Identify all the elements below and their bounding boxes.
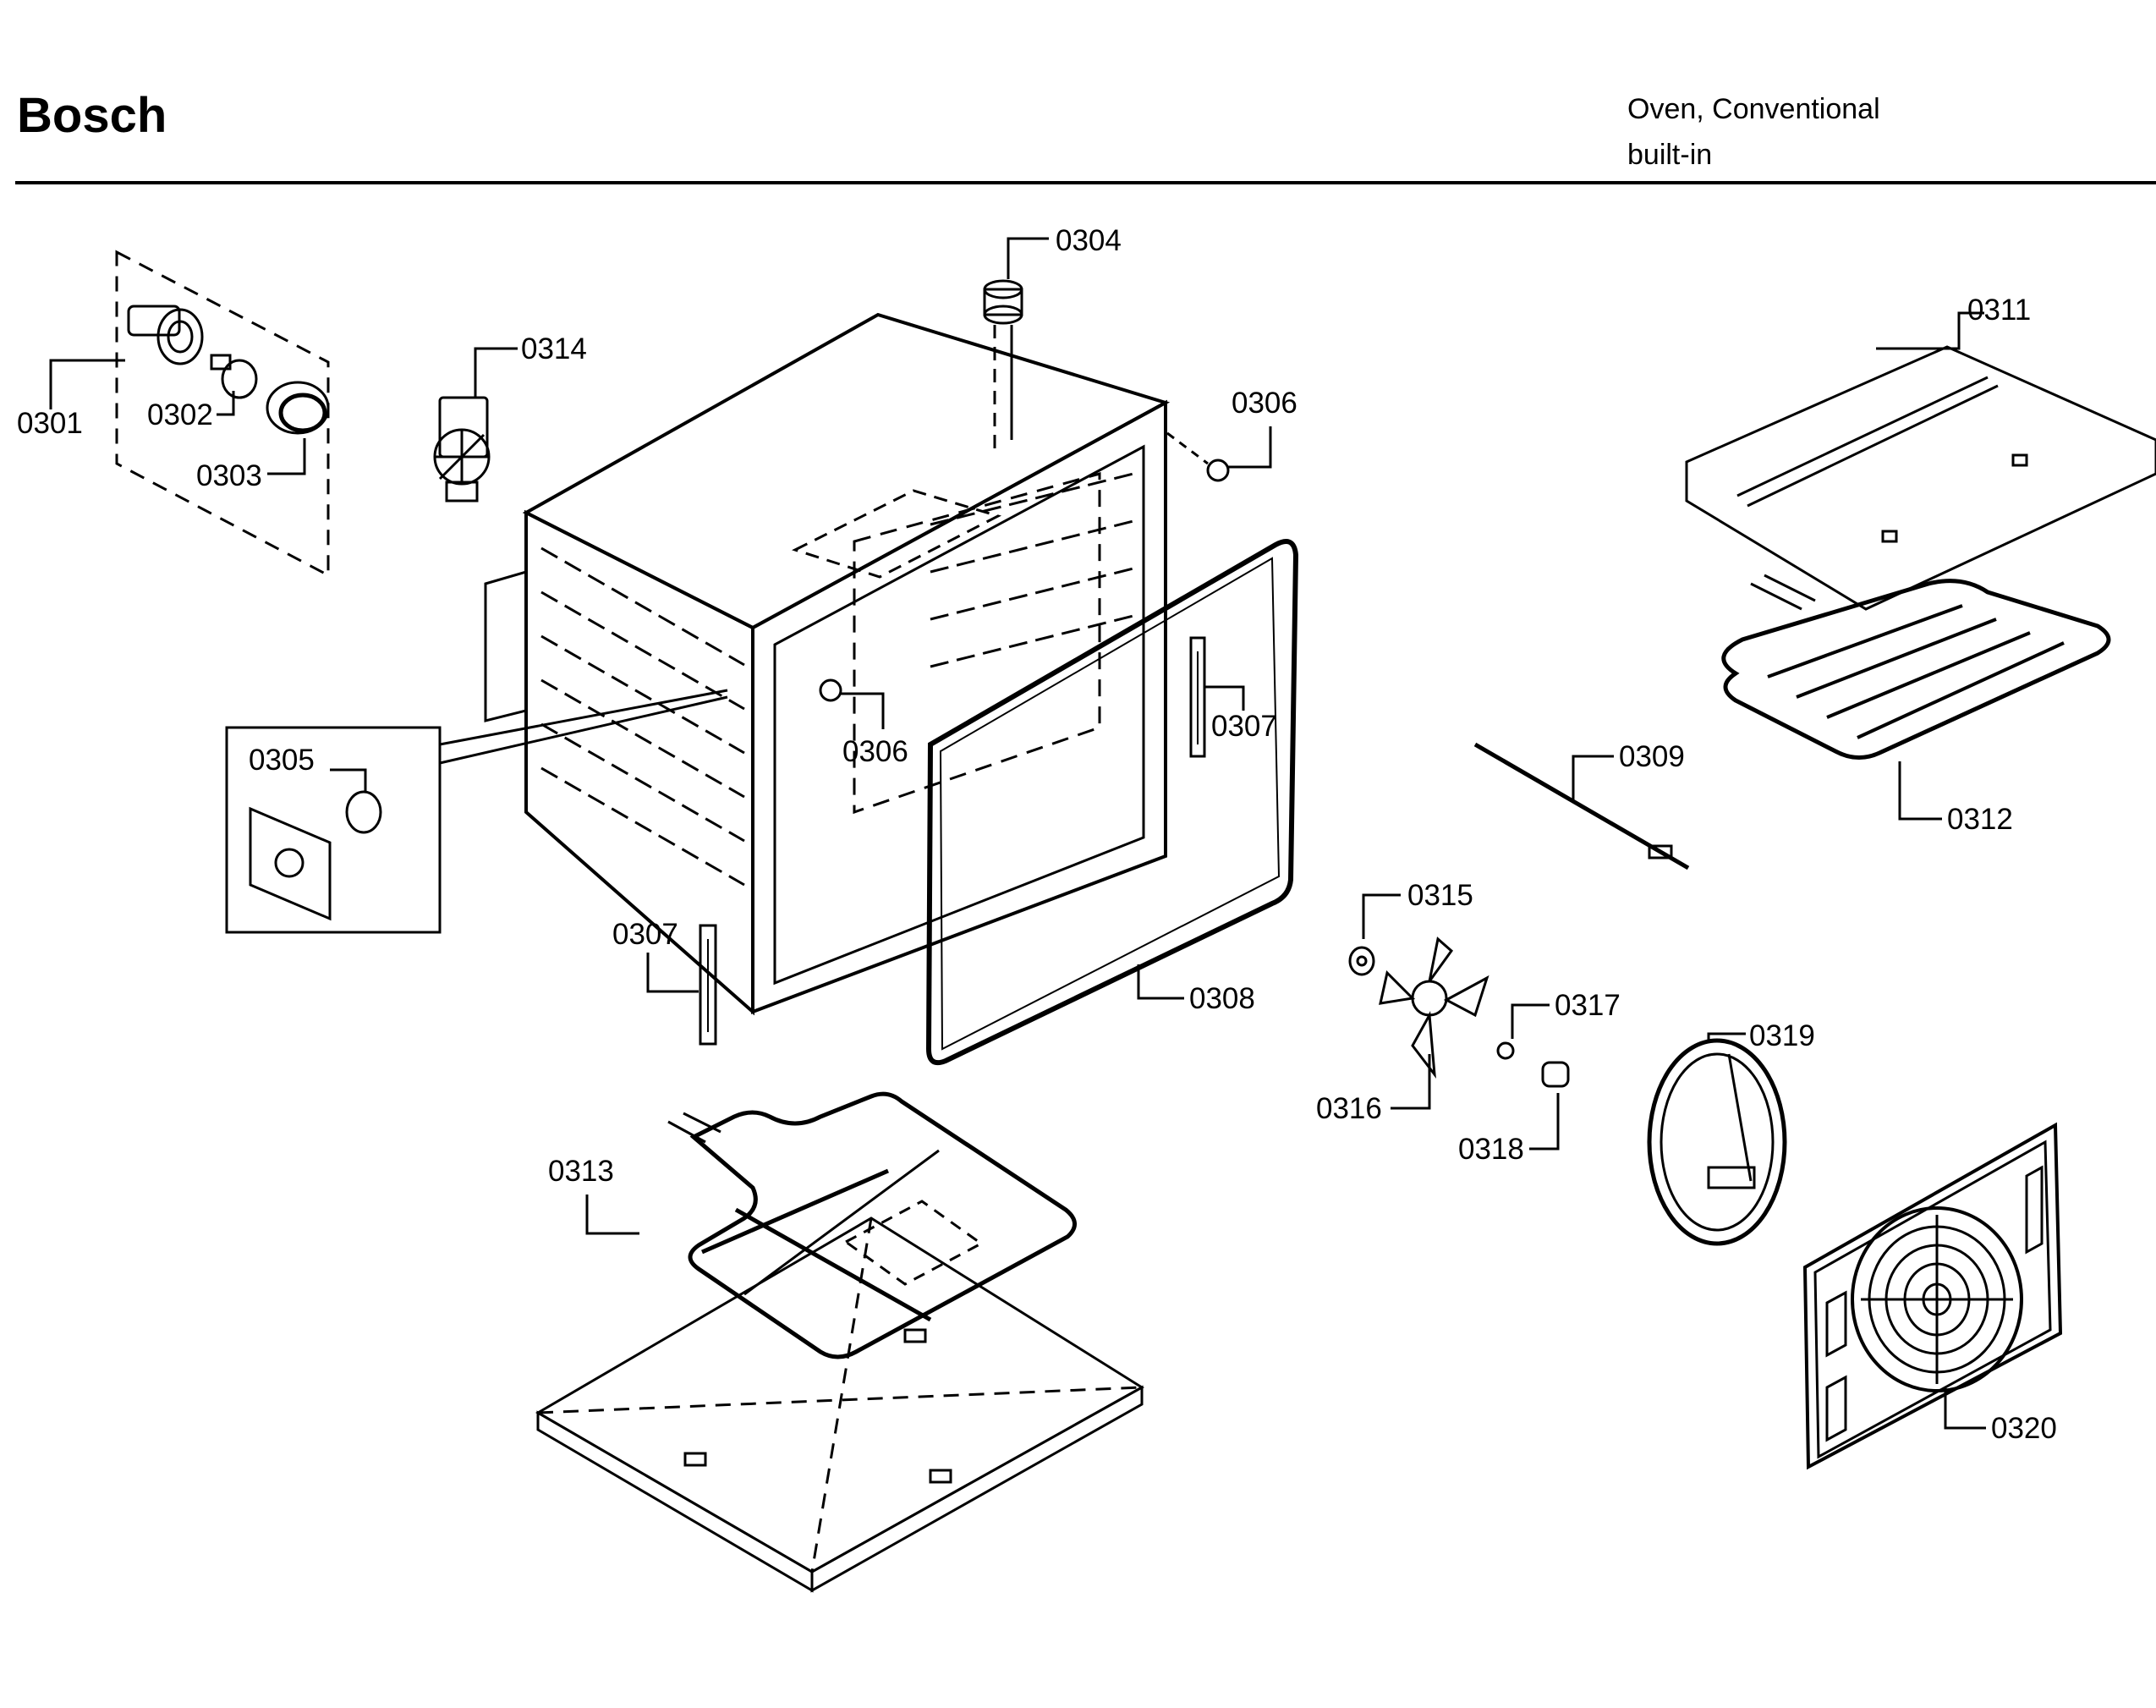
lamp-socket-part <box>127 305 204 365</box>
part-label-0306-upper: 0306 <box>1232 387 1297 420</box>
leader-0309 <box>1572 755 1614 802</box>
part-label-0319: 0319 <box>1749 1019 1815 1052</box>
part-label-0312: 0312 <box>1947 803 2013 836</box>
grommet-part-lower <box>819 678 885 729</box>
leader-0304 <box>1007 237 1049 279</box>
leader-0301 <box>49 359 125 409</box>
lamp-cover-part <box>266 381 330 435</box>
fan-spacer-part <box>1529 1061 1570 1151</box>
leader-0319 <box>1707 1032 1746 1042</box>
leader-0317 <box>1511 1003 1550 1039</box>
leader-0315 <box>1362 893 1401 939</box>
fan-motor-part <box>433 347 518 503</box>
part-label-0306-lower: 0306 <box>842 735 908 768</box>
leader-0306-lower <box>841 692 885 729</box>
part-label-0318: 0318 <box>1458 1133 1524 1166</box>
header-rule <box>15 181 2156 184</box>
convection-element-part <box>1647 1032 1787 1246</box>
fan-nut-part <box>1496 1003 1550 1060</box>
door-gasket-part <box>925 539 1299 1066</box>
leader-0307-right <box>1204 685 1245 711</box>
bake-element-part <box>585 1091 1077 1359</box>
leader-0312 <box>1898 761 1942 821</box>
part-label-0313: 0313 <box>548 1155 614 1188</box>
leader-0307-left <box>646 953 699 993</box>
leader-0314 <box>474 347 518 398</box>
leader-0302 <box>217 391 235 416</box>
leader-0318 <box>1529 1093 1560 1151</box>
lamp-group-dashed-outline <box>115 250 330 578</box>
leader-0303 <box>267 438 306 475</box>
cavity-sensor-part <box>983 237 1049 457</box>
part-label-0302: 0302 <box>147 398 213 431</box>
lamp-housing-inset <box>225 689 728 934</box>
part-label-0305: 0305 <box>249 744 315 777</box>
grommet-part-upper <box>1166 426 1272 482</box>
leader-0311 <box>1876 311 1984 350</box>
part-label-0304: 0304 <box>1056 224 1122 257</box>
brand-title: Bosch <box>17 88 167 143</box>
part-label-0307-left: 0307 <box>612 918 678 951</box>
part-label-0320: 0320 <box>1991 1412 2057 1445</box>
rear-fan-cover-part <box>1802 1122 2063 1470</box>
part-label-0309: 0309 <box>1619 740 1685 773</box>
lamp-bulb-part <box>210 354 258 399</box>
leader-0308 <box>1137 964 1184 1000</box>
fan-washer-part <box>1348 893 1401 976</box>
bottom-panel-part <box>535 1200 1144 1593</box>
leader-0305 <box>330 768 367 792</box>
part-label-0311: 0311 <box>1967 294 2031 327</box>
broil-element-part <box>1721 574 2111 821</box>
leader-0320 <box>1944 1387 1986 1430</box>
part-label-0317: 0317 <box>1555 989 1621 1022</box>
leader-0313 <box>585 1195 639 1235</box>
oven-cavity <box>484 312 1171 1016</box>
product-type: Oven, Conventional <box>1627 93 1880 125</box>
part-label-0308: 0308 <box>1189 982 1255 1015</box>
part-label-0303: 0303 <box>196 459 262 492</box>
rack-guide-part-right <box>1189 636 1245 758</box>
product-subtype: built-in <box>1627 139 1713 171</box>
lamp-assembly-group <box>49 250 330 578</box>
part-label-0316: 0316 <box>1316 1092 1382 1125</box>
leader-0306-upper <box>1228 426 1272 469</box>
part-label-0315: 0315 <box>1407 879 1473 912</box>
part-label-0314: 0314 <box>521 332 587 365</box>
product-description: Oven, Conventional built-in <box>1627 86 1880 178</box>
rack-guide-part-left <box>646 924 717 1046</box>
temperature-sensor-part <box>1473 742 1690 870</box>
broil-cover-part <box>1685 311 2156 611</box>
fan-blade-part <box>1379 936 1489 1110</box>
part-label-0307-right: 0307 <box>1211 710 1277 743</box>
leader-0316 <box>1391 1054 1431 1110</box>
part-label-0301: 0301 <box>17 407 83 440</box>
